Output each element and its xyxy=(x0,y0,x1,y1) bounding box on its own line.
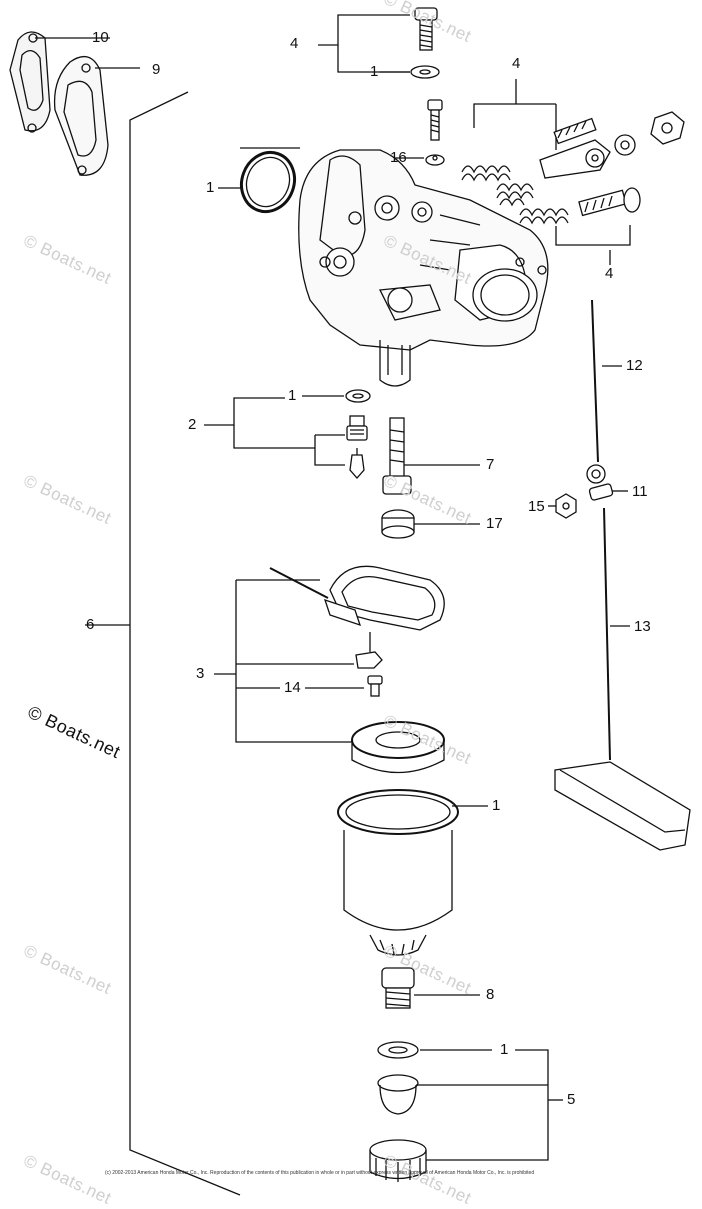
callout-13: 13 xyxy=(634,618,651,635)
callout-6: 6 xyxy=(86,616,95,633)
cap-nut xyxy=(369,1139,427,1182)
plug xyxy=(377,1074,419,1115)
copyright-footer: (c) 2002-2013 American Honda Motor Co., … xyxy=(105,1170,535,1176)
main-jet-17 xyxy=(381,509,415,539)
float-bowl-gasket xyxy=(351,721,445,774)
callout-14: 14 xyxy=(284,679,301,696)
callout-7: 7 xyxy=(486,456,495,473)
float-3 xyxy=(323,565,445,631)
o-ring-top xyxy=(240,150,296,214)
nut-16 xyxy=(425,154,445,166)
choke-rod-12 xyxy=(586,299,606,484)
main-nozzle-7 xyxy=(382,417,412,495)
gasket-9 xyxy=(53,55,109,176)
carburetor-body xyxy=(298,149,549,387)
callout-11: 11 xyxy=(632,483,648,500)
screw-lower-right xyxy=(578,187,641,217)
callout-10: 10 xyxy=(92,29,109,46)
idle-screw xyxy=(427,99,443,141)
callout-1-bottom: 1 xyxy=(500,1041,509,1058)
callout-4-top: 4 xyxy=(290,35,299,52)
screw-14 xyxy=(367,675,383,697)
float-arm-pin xyxy=(355,632,383,669)
drain-bolt-8 xyxy=(381,967,415,1009)
spring-middle xyxy=(496,183,534,207)
callout-15: 15 xyxy=(528,498,545,515)
swivel-11 xyxy=(588,483,614,501)
callout-3: 3 xyxy=(196,665,205,682)
screw-upper-right xyxy=(553,111,685,156)
callout-1-bowl: 1 xyxy=(492,797,501,814)
callout-16: 16 xyxy=(390,149,407,166)
throttle-lever xyxy=(539,139,611,179)
callout-4-right-top: 4 xyxy=(512,55,521,72)
callout-17: 17 xyxy=(486,515,503,532)
gasket-10 xyxy=(9,31,51,133)
leader-6-bracket xyxy=(129,91,241,1196)
screw-4-top xyxy=(414,7,438,51)
callout-8: 8 xyxy=(486,986,495,1003)
callout-5: 5 xyxy=(567,1091,576,1108)
needle-seat xyxy=(346,415,368,441)
float-pin xyxy=(269,567,329,599)
choke-rod-13 xyxy=(554,507,691,851)
callout-2: 2 xyxy=(188,416,197,433)
nut-15 xyxy=(555,493,577,519)
callout-1-ring: 1 xyxy=(206,179,215,196)
callout-1-top: 1 xyxy=(370,63,379,80)
washer-1-mid xyxy=(345,389,371,403)
washer-1-top xyxy=(410,65,440,79)
spring-lower xyxy=(519,208,569,225)
float-needle xyxy=(349,448,365,479)
callout-4-right-bottom: 4 xyxy=(605,265,614,282)
callout-9: 9 xyxy=(152,61,161,78)
washer-1-bottom xyxy=(377,1041,419,1059)
spring-upper xyxy=(461,165,511,182)
callout-12: 12 xyxy=(626,357,643,374)
float-bowl xyxy=(337,789,459,956)
callout-1-mid: 1 xyxy=(288,387,297,404)
